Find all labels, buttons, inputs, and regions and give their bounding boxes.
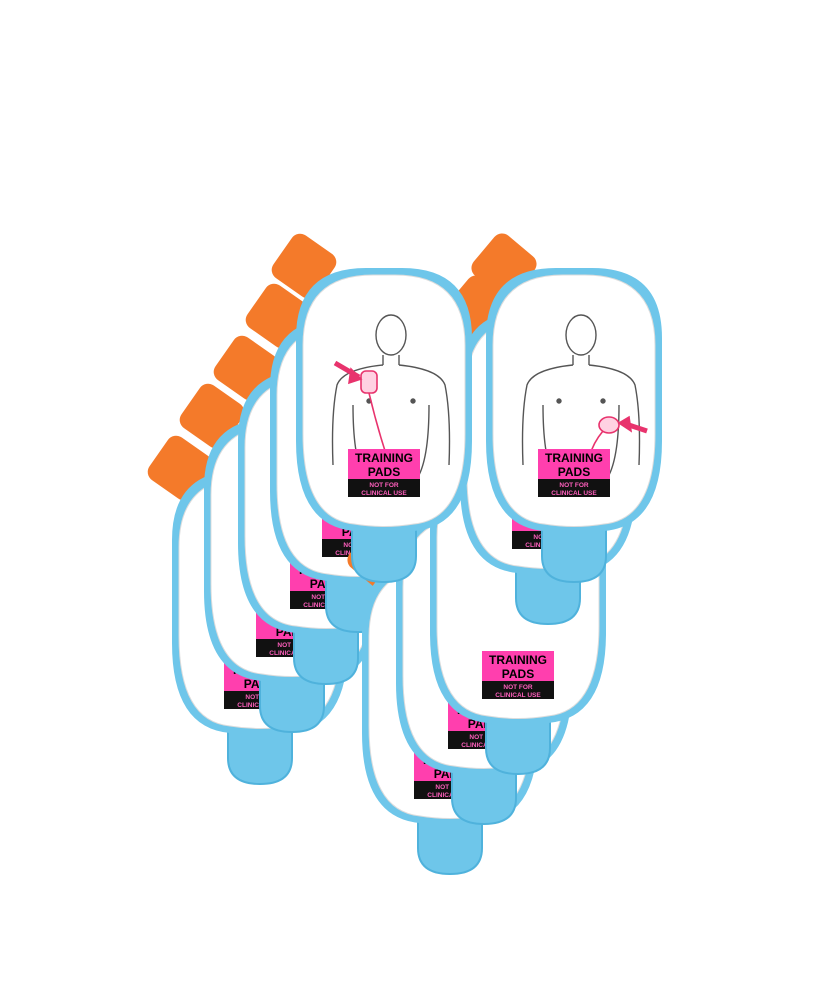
- warning-line1: NOT FOR: [503, 684, 533, 691]
- warning-line1: NOT FOR: [277, 642, 307, 649]
- label-line2: PADS: [558, 465, 590, 479]
- label-line2: PADS: [502, 667, 534, 681]
- warning-line2: CLINICAL USE: [361, 490, 407, 497]
- pad-surface: [492, 274, 656, 527]
- label-line1: TRAINING: [545, 451, 603, 465]
- pad-surface: [302, 274, 466, 527]
- warning-line1: NOT FOR: [559, 482, 589, 489]
- label-line1: TRAINING: [489, 653, 547, 667]
- warning-line1: NOT FOR: [369, 482, 399, 489]
- warning-line2: CLINICAL USE: [269, 650, 315, 657]
- warning-line2: CLINICAL USE: [427, 792, 473, 799]
- warning-line1: NOT FOR: [469, 734, 499, 741]
- warning-line1: NOT FOR: [435, 784, 465, 791]
- warning-line2: CLINICAL USE: [495, 692, 541, 699]
- torso-figure: [521, 314, 648, 486]
- label-line1: TRAINING: [355, 451, 413, 465]
- label-line2: PADS: [368, 465, 400, 479]
- warning-line2: CLINICAL USE: [461, 742, 507, 749]
- warning-line2: CLINICAL USE: [551, 490, 597, 497]
